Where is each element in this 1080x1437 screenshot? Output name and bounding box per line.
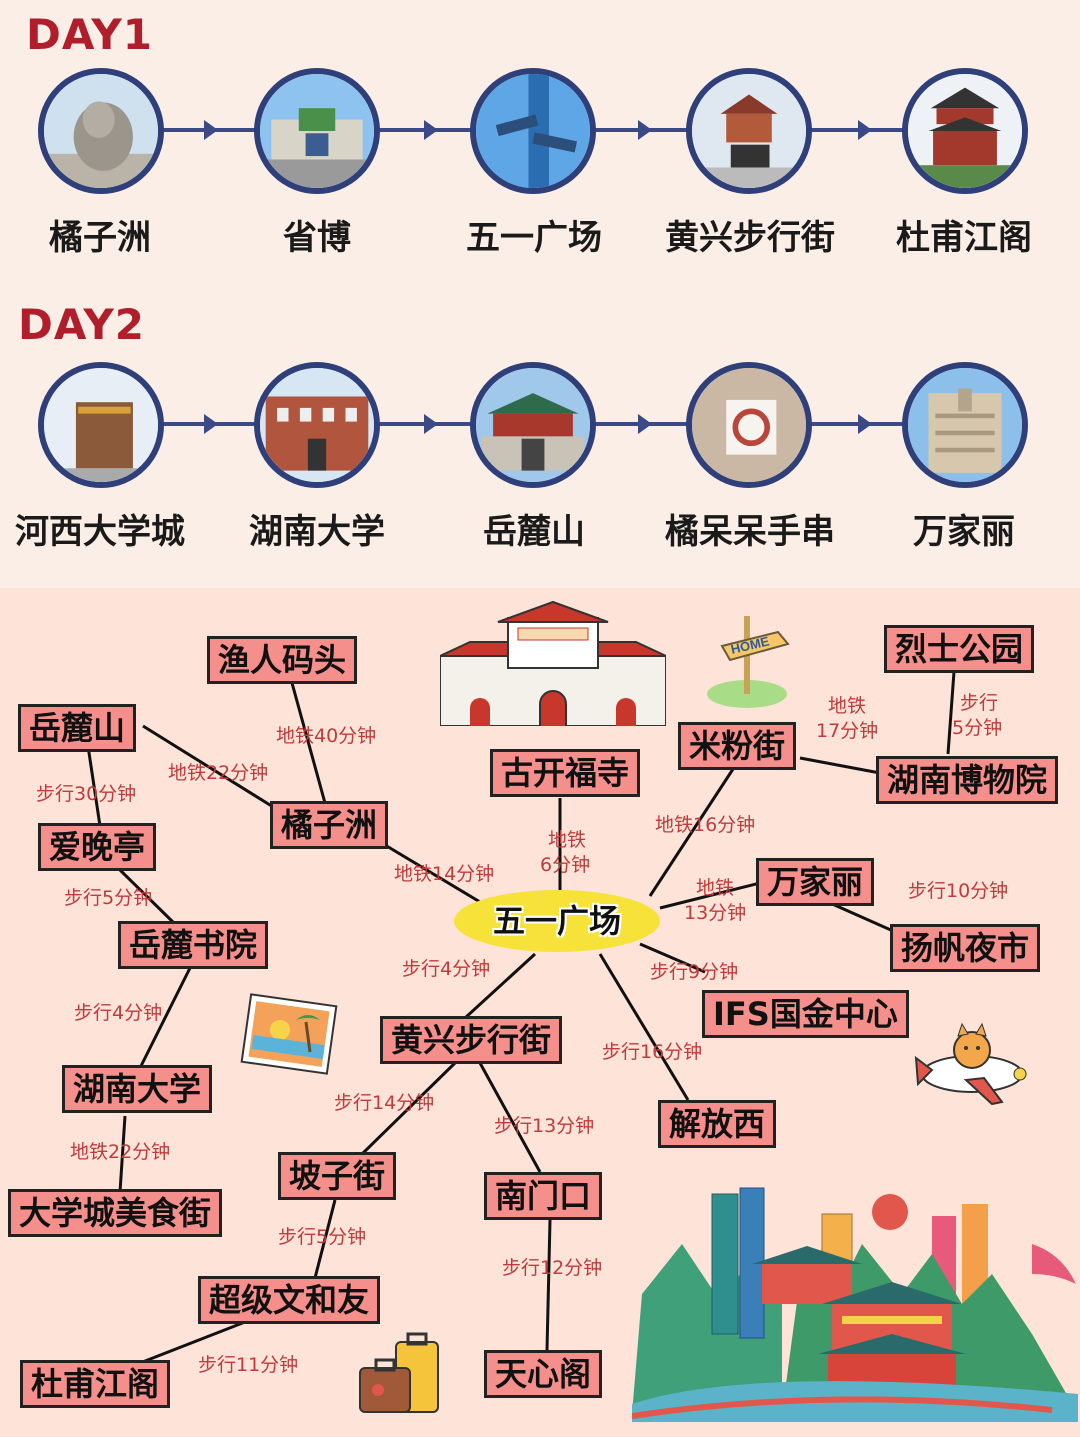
edge-label: 步行4分钟 [402, 958, 491, 980]
luggage-illustration [356, 1332, 442, 1418]
node-rice-noodle-street: 米粉街 [678, 722, 797, 770]
day1-route [0, 66, 1080, 296]
node-yangfan-night-market: 扬帆夜市 [890, 924, 1041, 972]
edge-label: 步行9分钟 [650, 961, 739, 983]
day1-title: DAY1 [26, 10, 153, 59]
node-martyrs-park: 烈士公园 [884, 625, 1035, 673]
edge-label: 步行5分钟 [64, 887, 153, 909]
day1-stop-label: 杜甫江阁 [896, 218, 1032, 258]
temple-illustration [439, 598, 667, 727]
arrow-right-icon [424, 120, 438, 140]
edge-label: 步行5分钟 [278, 1226, 367, 1248]
arrow-right-icon [638, 120, 652, 140]
node-pozi-street: 坡子街 [278, 1152, 397, 1200]
arrow-right-icon [204, 414, 218, 434]
node-jiefang-west: 解放西 [658, 1100, 777, 1148]
edge-label: 地铁 [548, 829, 587, 851]
node-wanjiali: 万家丽 [756, 858, 875, 906]
edge-label: 步行14分钟 [334, 1092, 435, 1114]
day1-stop-label: 黄兴步行街 [665, 218, 835, 258]
museum-photo [254, 68, 380, 194]
day1-stop-label: 省博 [283, 218, 351, 258]
brick-building-photo [254, 362, 380, 488]
day2-stop-label: 河西大学城 [15, 512, 185, 552]
node-super-wenheyou: 超级文和友 [198, 1276, 381, 1324]
day1-stop-label: 五一广场 [466, 218, 602, 258]
edge-label: 13分钟 [684, 902, 747, 924]
edge-label: 步行 [960, 692, 999, 714]
route-map: 五一广场 渔人码头 岳麓山 橘子洲 爱晚亭 岳麓书院 湖南大学 大学城美食街 古… [0, 588, 1080, 1437]
day2-title: DAY2 [18, 300, 145, 349]
day2-stop-label: 万家丽 [913, 512, 1015, 552]
edge-label: 地铁16分钟 [655, 814, 756, 836]
day1-stop-label: 橘子洲 [49, 218, 151, 258]
edge-label: 步行13分钟 [494, 1115, 595, 1137]
statue-photo [38, 68, 164, 194]
edge-label: 步行10分钟 [908, 880, 1009, 902]
edge-label: 地铁40分钟 [276, 725, 377, 747]
edge-label: 17分钟 [816, 720, 879, 742]
edge-label: 步行4分钟 [74, 1002, 163, 1024]
node-ifs-center: IFS国金中心 [702, 990, 909, 1038]
edge-label: 步行12分钟 [502, 1257, 603, 1279]
node-kaifu-temple: 古开福寺 [490, 749, 641, 797]
node-juzizhou: 橘子洲 [270, 801, 389, 849]
arrow-right-icon [638, 414, 652, 434]
edge-label: 地铁22分钟 [168, 762, 269, 784]
node-tianxin-pavilion: 天心阁 [484, 1350, 603, 1398]
edge-label: 地铁 [828, 695, 867, 717]
day2-stop-label: 橘呆呆手串 [665, 512, 835, 552]
node-yuelu-mountain: 岳麓山 [18, 704, 137, 752]
center-node-wuyi-square: 五一广场 [454, 890, 660, 952]
street-sign-photo [470, 68, 596, 194]
day2-stop-label: 湖南大学 [249, 512, 385, 552]
bracelet-photo [686, 362, 812, 488]
edge-label: 6分钟 [540, 854, 591, 876]
campus-gate-photo [38, 362, 164, 488]
connector-lines [86, 657, 957, 1365]
node-yuelu-academy: 岳麓书院 [118, 921, 269, 969]
day2-route [0, 360, 1080, 590]
node-yuren-wharf: 渔人码头 [207, 636, 358, 684]
pavilion-photo [686, 68, 812, 194]
day2-stop-label: 岳麓山 [483, 512, 585, 552]
node-hunan-museum: 湖南博物院 [876, 756, 1059, 804]
node-aiwan-pavilion: 爱晚亭 [38, 823, 157, 871]
node-university-food-street: 大学城美食街 [8, 1189, 223, 1237]
edge-label: 步行16分钟 [602, 1041, 703, 1063]
edge-label: 地铁14分钟 [394, 863, 495, 885]
arrow-right-icon [858, 120, 872, 140]
arrow-right-icon [858, 414, 872, 434]
node-dufu-pavilion: 杜甫江阁 [20, 1360, 171, 1408]
edge-label: 地铁 [696, 877, 735, 899]
edge-label: 地铁22分钟 [70, 1141, 171, 1163]
arrow-right-icon [204, 120, 218, 140]
beach-postcard-illustration [240, 992, 338, 1076]
arrow-right-icon [424, 414, 438, 434]
node-nanmenkou: 南门口 [484, 1172, 603, 1220]
node-hunan-university: 湖南大学 [62, 1065, 213, 1113]
temple-gate-photo [470, 362, 596, 488]
edge-label: 步行30分钟 [36, 783, 137, 805]
cat-airplane-illustration [912, 1018, 1030, 1114]
home-signpost-illustration: HOME [702, 612, 792, 712]
node-huangxing-street: 黄兴步行街 [380, 1016, 563, 1064]
city-skyline-illustration [631, 1184, 1078, 1424]
mall-photo [902, 362, 1028, 488]
tower-photo [902, 68, 1028, 194]
edge-label: 步行11分钟 [198, 1354, 299, 1376]
edge-label: 5分钟 [952, 717, 1003, 739]
